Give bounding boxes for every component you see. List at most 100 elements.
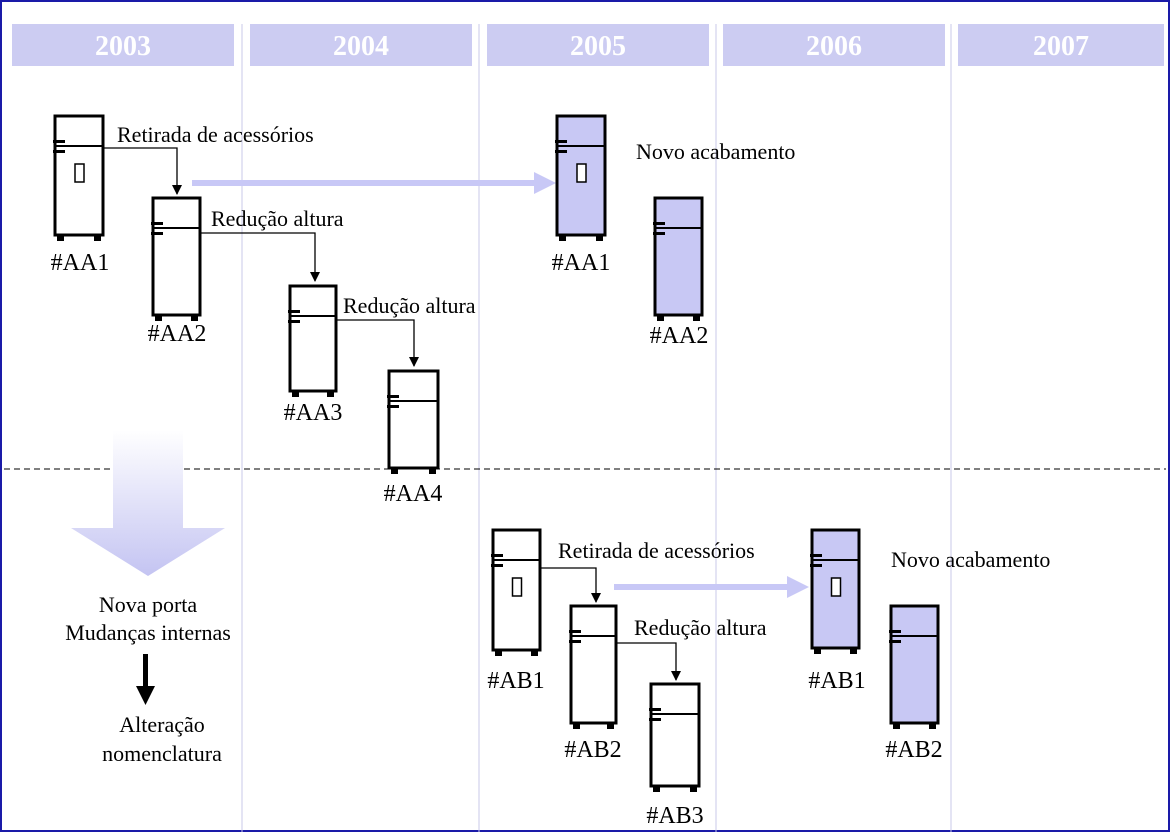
year-band-2004 <box>250 24 472 66</box>
fridge-foot <box>531 650 538 656</box>
fridge-label: #AA3 <box>284 400 343 426</box>
fridge-handle <box>889 640 901 643</box>
fridge-dispenser <box>830 577 842 597</box>
fridge-handle <box>53 140 65 143</box>
fridge-handle <box>810 564 822 567</box>
fridge-handle <box>649 708 661 711</box>
annotation-reducao-aa-2: Redução altura <box>343 293 476 318</box>
fridge-body <box>653 196 704 317</box>
fridge-foot <box>814 648 821 654</box>
fridge-foot <box>495 650 502 656</box>
fridge-handle <box>491 564 503 567</box>
fridge-body <box>288 284 338 393</box>
fridge-label: #AA2 <box>650 323 709 349</box>
fridge-foot <box>690 786 697 792</box>
fridge-icon: #AA4 <box>384 369 442 507</box>
fridge-foot <box>57 235 64 241</box>
fridge-foot <box>573 723 580 729</box>
fridge-label: #AA2 <box>148 321 207 347</box>
fridge-foot <box>850 648 857 654</box>
fridge-handle <box>555 140 567 143</box>
side-note-nomenclatura: nomenclatura <box>102 741 222 766</box>
year-label-2003: 2003 <box>95 31 151 62</box>
connector-ab1-ab2 <box>540 567 601 603</box>
fridge-icon: #AB1 <box>808 528 866 694</box>
fridge-icon: #AB2 <box>564 604 622 763</box>
fridge-handle <box>653 222 665 225</box>
fridge-label: #AA1 <box>552 250 611 276</box>
fridge-foot <box>94 235 101 241</box>
fridge-handle <box>288 310 300 313</box>
fridge-body <box>555 114 607 237</box>
fridge-foot <box>391 468 398 474</box>
year-band-2006 <box>723 24 945 66</box>
fridge-label: #AB1 <box>487 668 544 694</box>
fridge-dispenser <box>576 163 587 183</box>
evolution-arrow-ab <box>614 576 809 598</box>
fridge-handle <box>889 630 901 633</box>
year-label-2006: 2006 <box>806 31 862 62</box>
fridge-handle <box>387 395 399 398</box>
fridge-foot <box>292 391 299 397</box>
fridge-body <box>387 369 440 470</box>
fridge-body <box>569 604 618 725</box>
fridge-icon: #AA3 <box>284 284 343 426</box>
annotation-reducao-aa-1: Redução altura <box>211 206 344 231</box>
side-note-mudancas: Mudanças internas <box>65 620 231 645</box>
fridge-body <box>649 682 701 788</box>
annotation-novo-ab: Novo acabamento <box>891 547 1050 572</box>
fridge-foot <box>596 235 603 241</box>
fridge-dispenser <box>511 577 523 597</box>
year-label-2005: 2005 <box>570 31 626 62</box>
year-band-2007 <box>958 24 1164 66</box>
year-header: 2003 2004 2005 2006 2007 <box>12 24 1164 66</box>
annotation-novo-aa: Novo acabamento <box>636 139 795 164</box>
fridge-handle <box>653 232 665 235</box>
fridge-foot <box>429 468 436 474</box>
annotation-retirada-ab: Retirada de acessórios <box>558 538 755 563</box>
fridge-foot <box>559 235 566 241</box>
fridge-icon: #AA2 <box>148 196 207 347</box>
fridge-body <box>889 604 940 725</box>
side-note: Nova porta Mudanças internas Alteração n… <box>65 592 231 766</box>
small-down-arrow <box>136 654 155 705</box>
year-label-2004: 2004 <box>333 31 389 62</box>
year-label-2007: 2007 <box>1033 31 1089 62</box>
evolution-arrow-aa <box>192 172 556 194</box>
connector-aa3-aa4 <box>336 319 419 367</box>
fridge-label: #AB1 <box>808 668 865 694</box>
connector-ab2-ab3 <box>616 642 681 681</box>
side-note-nova-porta: Nova porta <box>99 592 198 617</box>
fridge-handle <box>288 320 300 323</box>
fridge-foot <box>929 723 936 729</box>
fridge-handle <box>151 222 163 225</box>
fridge-label: #AB2 <box>564 737 621 763</box>
fridge-body <box>151 196 202 317</box>
column-dividers <box>241 24 952 832</box>
fridge-handle <box>491 554 503 557</box>
connector-aa1-aa2 <box>104 147 182 195</box>
annotation-retirada-aa: Retirada de acessórios <box>117 122 314 147</box>
big-down-arrow <box>71 430 225 576</box>
fridge-icon: #AB2 <box>885 604 943 763</box>
fridge-foot <box>653 786 660 792</box>
fridge-foot <box>191 315 198 321</box>
fridge-foot <box>693 315 700 321</box>
fridge-foot <box>893 723 900 729</box>
year-band-2003 <box>12 24 234 66</box>
fridge-handle <box>53 150 65 153</box>
connectors <box>104 147 681 681</box>
annotation-reducao-ab: Redução altura <box>634 615 767 640</box>
fridge-icon: #AA1 <box>552 114 611 276</box>
fridge-label: #AB2 <box>885 737 942 763</box>
fridge-handle <box>387 405 399 408</box>
fridge-handle <box>810 554 822 557</box>
fridge-foot <box>607 723 614 729</box>
fridge-foot <box>155 315 162 321</box>
fridge-icon: #AB1 <box>487 528 545 694</box>
fridge-handle <box>569 630 581 633</box>
light-arrows <box>192 172 809 598</box>
year-band-2005 <box>487 24 709 66</box>
